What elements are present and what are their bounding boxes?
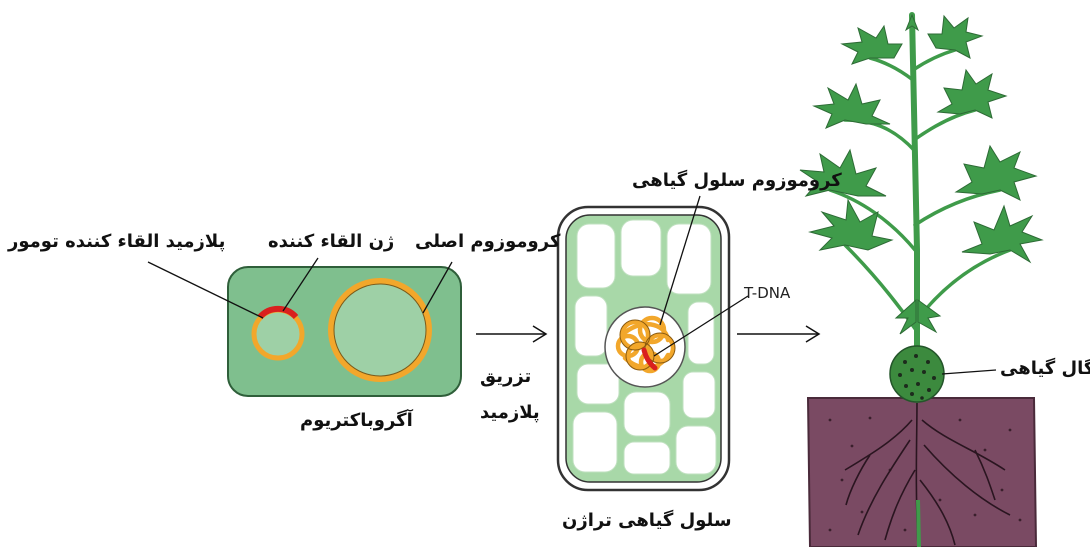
label-injection-1: تزریق (480, 368, 531, 386)
label-inducing-gene: ژن القاء کننده (268, 233, 394, 251)
arrow-injection (476, 326, 546, 342)
arrow-to-plant (737, 326, 819, 342)
leader-gall (942, 370, 996, 374)
label-main-chromosome: کروموزوم اصلی (415, 233, 560, 251)
label-gall: گال گیاهی (1000, 360, 1090, 378)
label-injection-2: پلازمید (480, 404, 540, 422)
label-transgenic-cell: سلول گیاهی تراژن (562, 512, 732, 530)
plant-stem (912, 15, 917, 400)
label-tumor-plasmid: پلازمید القاء کننده تومور (8, 233, 225, 251)
label-t-dna: T-DNA (744, 286, 790, 301)
root-tip (918, 500, 919, 547)
label-agrobacterium: آگروباکتریوم (300, 412, 413, 430)
plant-gall (890, 346, 944, 402)
main-chromosome-ring (331, 281, 429, 379)
label-plant-chromosome: کروموزوم سلول گیاهی (632, 172, 842, 190)
